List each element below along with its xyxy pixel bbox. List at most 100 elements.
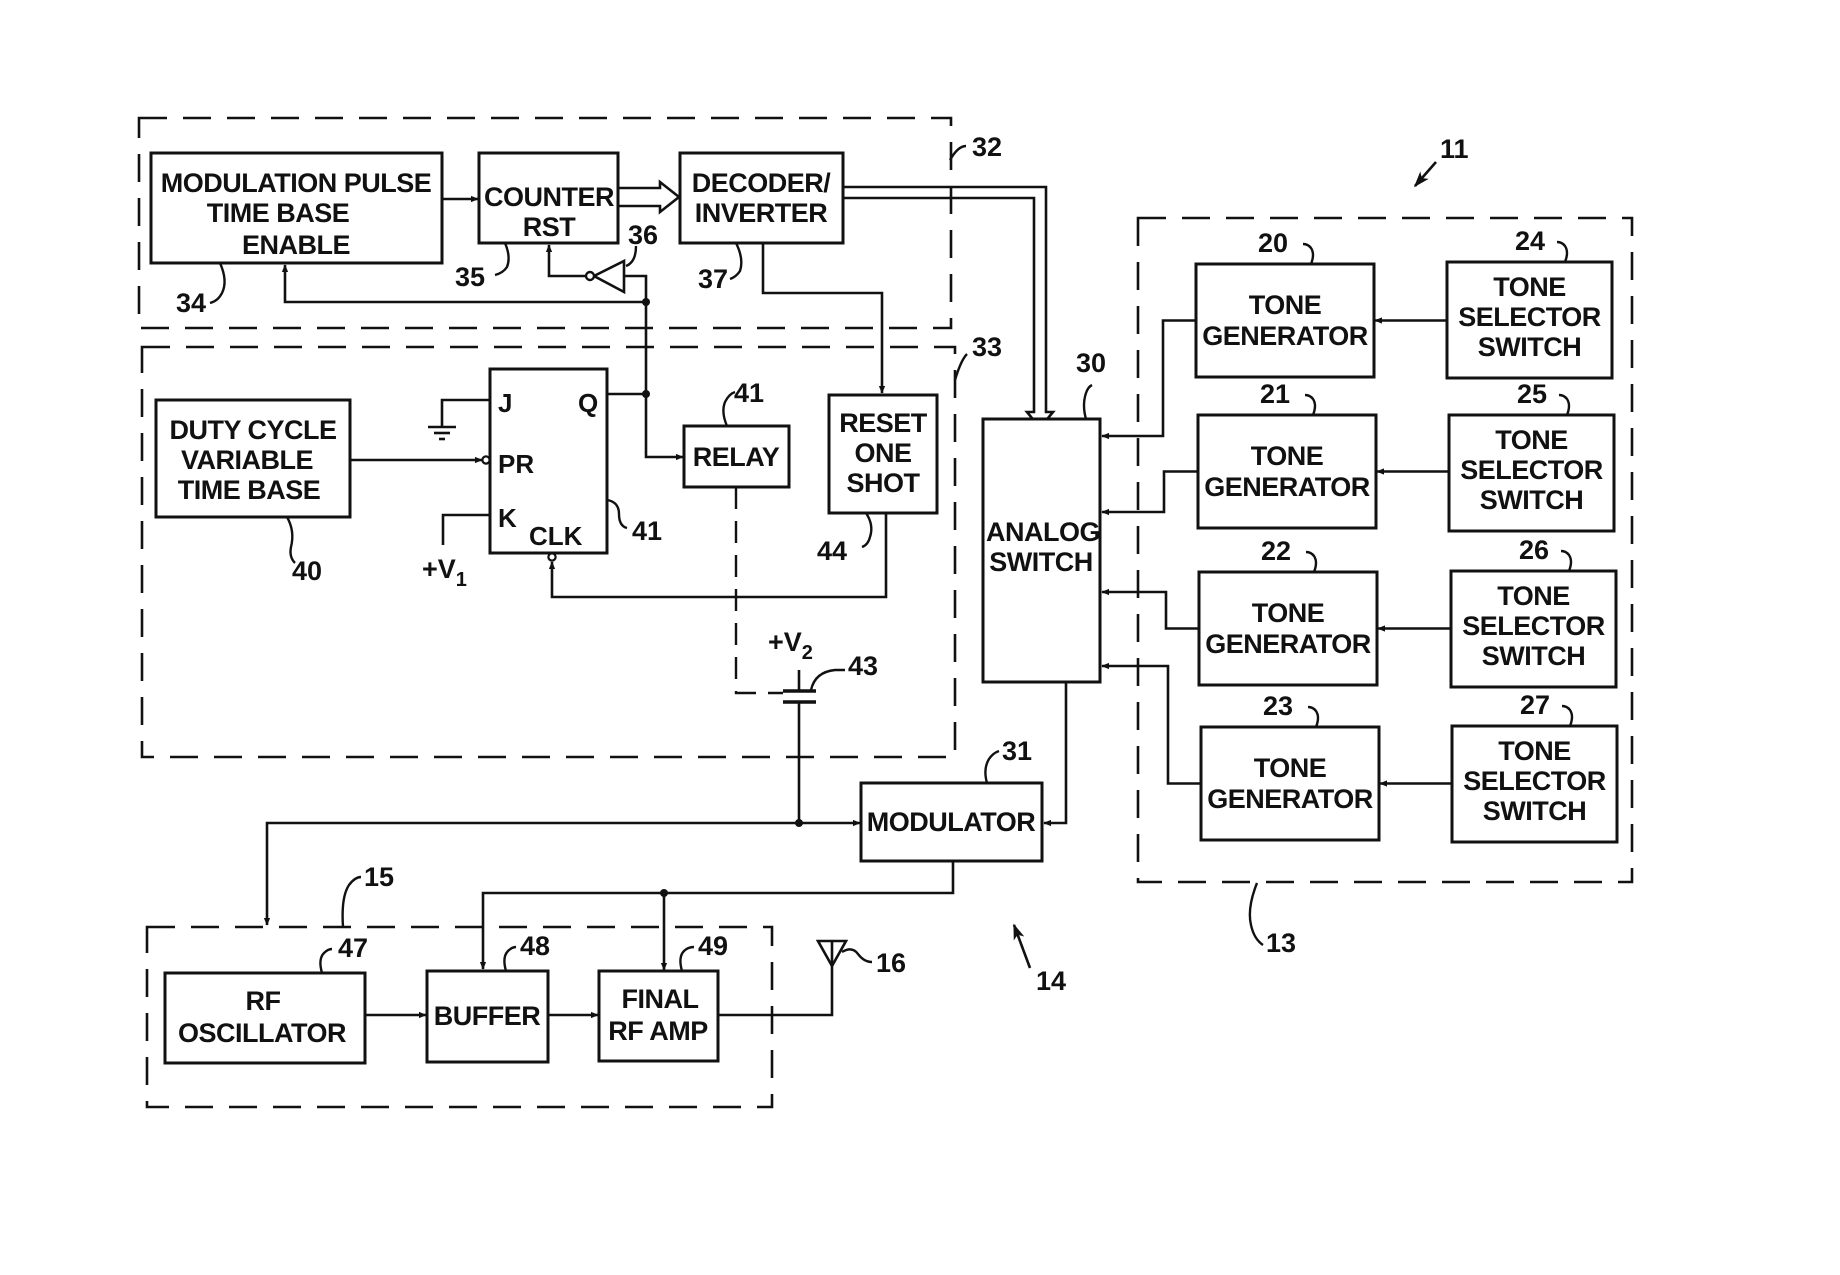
block-label-line: GENERATOR	[1202, 321, 1368, 351]
counter-block: COUNTER RST	[477, 151, 620, 245]
block-label-line: TONE	[1497, 581, 1570, 611]
wire-oneshot-to-clk	[548, 513, 888, 599]
tone-generator-ref-leader	[1304, 393, 1317, 416]
tone-generator-ref: 22	[1261, 536, 1291, 566]
block-label-line: SHOT	[846, 468, 920, 498]
block-label-line: RST	[523, 212, 577, 242]
group-33-ref: 33	[972, 332, 1002, 362]
assembly-11-ref: 11	[1440, 134, 1469, 164]
ref-30: 30	[1076, 348, 1106, 378]
ref-41-relay: 41	[734, 378, 764, 408]
group-13-leader	[1248, 882, 1264, 946]
pr-inversion-bubble	[481, 455, 491, 465]
ref-34: 34	[176, 288, 206, 318]
tone-generator-ref: 23	[1263, 691, 1293, 721]
ref-35: 35	[455, 262, 485, 292]
decoder-inverter-block: DECODER/ INVERTER	[678, 151, 845, 245]
block-label-line: SWITCH	[1478, 332, 1581, 362]
jk-flipflop-block: J Q PR K CLK	[488, 367, 609, 555]
ref-40-leader	[285, 516, 296, 564]
supply-v1-label: +V1	[422, 554, 467, 591]
ref-37: 37	[698, 264, 728, 294]
ref-34-leader	[209, 262, 226, 305]
modulator-block: MODULATOR	[859, 781, 1044, 863]
tone-selector-ref-leader	[1556, 240, 1569, 263]
wire-q-to-inverter	[624, 274, 648, 394]
block-label-line: OSCILLATOR	[178, 1018, 346, 1048]
ref-37-leader	[729, 242, 743, 281]
ref-47: 47	[338, 933, 368, 963]
tone-selector-ref: 25	[1517, 379, 1547, 409]
tone-generator-ref: 20	[1258, 228, 1288, 258]
block-label-line: TONE	[1498, 736, 1571, 766]
ref-36-leader	[625, 245, 638, 268]
junction-dot	[660, 889, 668, 897]
pin-clk-label: CLK	[529, 521, 583, 551]
ref-31-leader	[984, 749, 1000, 784]
ref-16-leader	[841, 948, 873, 964]
block-label-line: TIME BASE	[178, 475, 321, 505]
tone-selector-ref: 24	[1515, 226, 1545, 256]
ref-48-leader	[503, 945, 517, 972]
bus-counter-to-decoder	[618, 179, 682, 215]
tone-rows: TONEGENERATOR20TONESELECTORSWITCH24TONEG…	[1101, 226, 1619, 844]
tone-generator-ref-leader	[1305, 550, 1318, 573]
tone-selector-ref-leader	[1561, 704, 1574, 727]
relay-block: RELAY	[682, 424, 791, 489]
ref-41-flipflop: 41	[632, 516, 662, 546]
block-label-line: TONE	[1254, 753, 1327, 783]
group-15-ref: 15	[364, 862, 394, 892]
block-label-line: INVERTER	[695, 198, 828, 228]
block-label-line: SWITCH	[1482, 641, 1585, 671]
block-label-line: RF	[246, 986, 281, 1016]
block-label-line: SWITCH	[989, 547, 1092, 577]
block-label-line: GENERATOR	[1207, 784, 1373, 814]
clk-inversion-bubble	[547, 552, 557, 562]
group-33-outline	[140, 345, 957, 759]
ref-35-leader	[494, 242, 510, 277]
tone-generator-ref: 21	[1260, 379, 1290, 409]
pin-j-label: J	[498, 388, 512, 418]
ref-41-ff-leader	[606, 498, 628, 530]
group-32-outline	[137, 116, 953, 330]
block-label-line: BUFFER	[434, 1001, 541, 1031]
block-label-line: TONE	[1495, 425, 1568, 455]
block-label-line: SELECTOR	[1462, 611, 1605, 641]
ref-36: 36	[628, 220, 658, 250]
tone-selector-ref: 26	[1519, 535, 1549, 565]
ref-49-leader	[679, 945, 695, 972]
ref-40: 40	[292, 556, 322, 586]
block-label-line: ONE	[854, 438, 911, 468]
ground-icon	[428, 425, 456, 441]
ref-49: 49	[698, 931, 728, 961]
wire-q-to-relay	[644, 394, 684, 461]
wire-inverter-to-rst	[545, 244, 586, 278]
final-rf-amp-block: FINAL RF AMP	[597, 969, 720, 1063]
block-label-line: RELAY	[693, 442, 780, 472]
group-15-outline	[145, 925, 774, 1109]
analog-switch-block: ANALOG SWITCH	[981, 417, 1102, 684]
wire-capacitor-to-modulator	[797, 702, 861, 827]
block-label-line: MODULATOR	[867, 807, 1035, 837]
group-33-leader	[953, 353, 968, 381]
pin-q-label: Q	[578, 388, 598, 418]
transmitter-14-ref: 14	[1036, 966, 1066, 996]
ref-44: 44	[817, 536, 847, 566]
block-label-line: TONE	[1249, 290, 1322, 320]
block-label-line: GENERATOR	[1205, 629, 1371, 659]
rf-oscillator-block: RF OSCILLATOR	[163, 971, 367, 1065]
block-label-line: FINAL	[622, 984, 699, 1014]
ref-47-leader	[319, 947, 333, 974]
block-label-line: COUNTER	[484, 182, 614, 212]
wire-switch-to-modulator	[1043, 682, 1068, 827]
wire-to-rf-oscillator	[263, 821, 799, 926]
ref-44-leader	[861, 512, 873, 549]
tone-selector-ref: 27	[1520, 690, 1550, 720]
wire-amp-to-antenna	[718, 966, 834, 1017]
